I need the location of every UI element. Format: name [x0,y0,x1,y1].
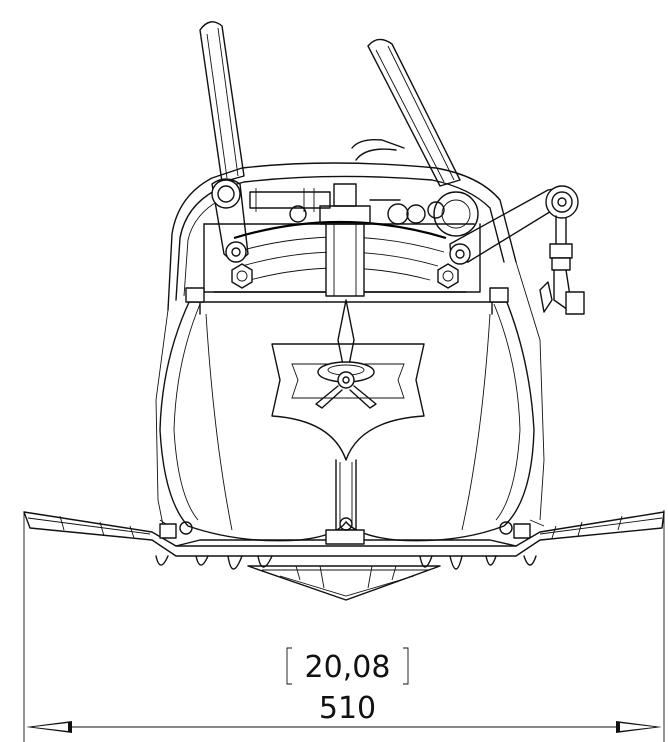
dimension-millimeters: 510 [319,691,376,726]
spindle-nut [333,183,357,207]
lever-arms [199,21,461,187]
overall-width-dimension: 20,08 510 [23,510,665,742]
left-lever-arm [199,21,245,183]
frame [155,138,545,531]
linkage [211,178,585,315]
blade [23,511,665,601]
right-linkage-arm [449,185,579,265]
right-hose-fitting [539,215,585,315]
center-bracket [271,299,425,531]
t-handle [315,361,377,409]
right-lever-arm [367,38,461,187]
dimension-inches: 20,08 [305,650,391,685]
front-fenders [159,287,535,542]
left-linkage-arm [211,178,249,263]
spindle-housing [325,223,365,297]
hex-bolts [231,263,459,289]
pump-body [203,183,481,297]
